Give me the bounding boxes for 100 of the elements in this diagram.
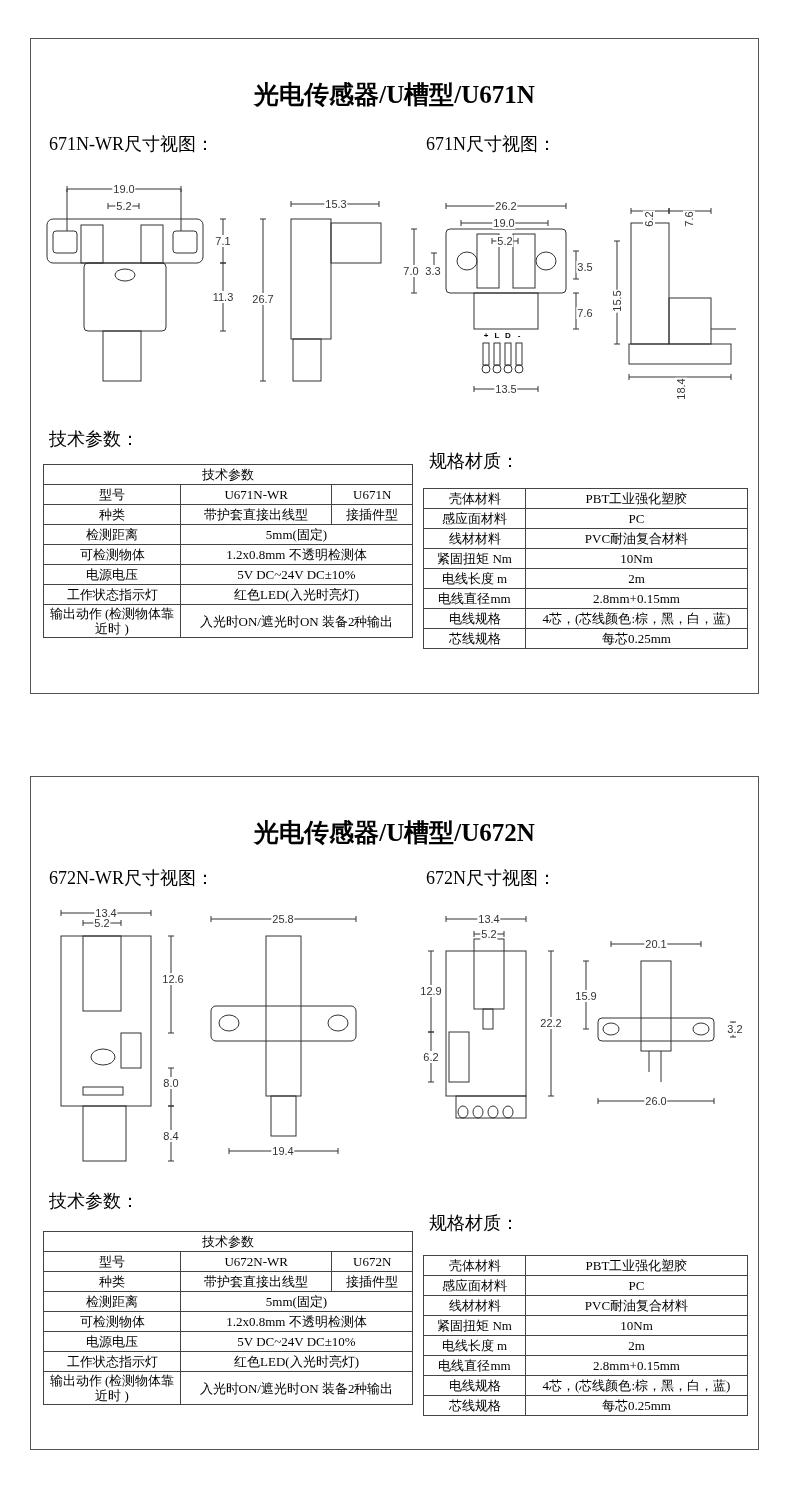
table-cell: 输出动作 (检测物体靠近时 ) — [43, 1371, 181, 1405]
table-cell: 型号 — [43, 1251, 181, 1272]
table-cell: 紧固扭矩 Nm — [423, 1315, 526, 1336]
table-cell: 1.2x0.8mm 不透明检测体 — [180, 544, 413, 565]
pin-label: D — [505, 330, 511, 340]
table-cell: 2.8mm+0.15mm — [525, 588, 748, 609]
table-cell: 入光时ON/遮光时ON 装备2种输出 — [180, 604, 413, 638]
table-cell: 型号 — [43, 484, 181, 505]
dimension-label: 5.2 — [115, 200, 133, 212]
dimension-label: 13.4 — [477, 913, 501, 925]
dimension-label: 3.2 — [726, 1023, 744, 1035]
dimension-label: 7.0 — [402, 265, 420, 277]
table-cell: 壳体材料 — [423, 1255, 526, 1276]
table-cell: 4芯，(芯线颜色:棕，黑，白，蓝) — [525, 1375, 748, 1396]
dimension-label: 6.2 — [643, 210, 655, 228]
table-cell: 种类 — [43, 504, 181, 525]
dimension-label: 19.0 — [112, 183, 136, 195]
dimension-label: 15.3 — [324, 198, 348, 210]
dimension-label: 19.0 — [492, 217, 516, 229]
table-cell: 电线长度 m — [423, 1335, 526, 1356]
dimension-label: 6.2 — [422, 1051, 440, 1063]
dimension-label: 12.6 — [161, 973, 185, 985]
table-cell: PVC耐油复合材料 — [525, 1295, 748, 1316]
table-cell: 电源电压 — [43, 1331, 181, 1352]
pin-label: - — [517, 330, 521, 340]
table-cell: 4芯，(芯线颜色:棕，黑，白，蓝) — [525, 608, 748, 629]
table-cell: 电线规格 — [423, 1375, 526, 1396]
table-header: 技术参数 — [43, 464, 413, 485]
view-heading: 672N尺寸视图： — [426, 867, 556, 890]
table-cell: 红色LED(入光时亮灯) — [180, 1351, 413, 1372]
table-cell: 5mm(固定) — [180, 524, 413, 545]
section-heading: 技术参数： — [49, 428, 139, 451]
view-heading: 671N尺寸视图： — [426, 133, 556, 156]
dimension-label: 3.3 — [424, 265, 442, 277]
table-cell: 电线规格 — [423, 608, 526, 629]
table-cell: 电线直径mm — [423, 1355, 526, 1376]
table-cell: PVC耐油复合材料 — [525, 528, 748, 549]
table-cell: 10Nm — [525, 548, 748, 569]
table-cell: 10Nm — [525, 1315, 748, 1336]
dimension-label: 26.7 — [251, 293, 275, 305]
dimension-label: 15.5 — [611, 289, 623, 313]
table-cell: PC — [525, 508, 748, 529]
dimension-label: 3.5 — [576, 261, 594, 273]
table-cell: 每芯0.25mm — [525, 628, 748, 649]
table-cell: 可检测物体 — [43, 1311, 181, 1332]
dimension-label: 7.6 — [683, 210, 695, 228]
table-cell: 线材材料 — [423, 1295, 526, 1316]
table-cell: 工作状态指示灯 — [43, 1351, 181, 1372]
dimension-label: 25.8 — [271, 913, 295, 925]
table-cell: 2.8mm+0.15mm — [525, 1355, 748, 1376]
table-cell: 带护套直接出线型 — [180, 504, 332, 525]
table-cell: 检测距离 — [43, 524, 181, 545]
section-heading: 规格材质： — [429, 1212, 519, 1235]
heading: 光电传感器/U槽型/U672N — [252, 817, 536, 848]
table-cell: 入光时ON/遮光时ON 装备2种输出 — [180, 1371, 413, 1405]
heading: 光电传感器/U槽型/U671N — [252, 79, 536, 110]
table-cell: 线材材料 — [423, 528, 526, 549]
dimension-label: 8.4 — [162, 1130, 180, 1142]
table-cell: U672N — [331, 1251, 413, 1272]
table-cell: 壳体材料 — [423, 488, 526, 509]
table-cell: U672N-WR — [180, 1251, 332, 1272]
table-cell: 紧固扭矩 Nm — [423, 548, 526, 569]
table-cell: 每芯0.25mm — [525, 1395, 748, 1416]
table-cell: 输出动作 (检测物体靠近时 ) — [43, 604, 181, 638]
dimension-label: 12.9 — [419, 985, 443, 997]
table-header: 技术参数 — [43, 1231, 413, 1252]
dimension-label: 26.0 — [644, 1095, 668, 1107]
table-cell: 5mm(固定) — [180, 1291, 413, 1312]
dimension-label: 5.2 — [93, 917, 111, 929]
section-heading: 规格材质： — [429, 450, 519, 473]
table-cell: 种类 — [43, 1271, 181, 1292]
dimension-label: 22.2 — [539, 1017, 563, 1029]
table-cell: 电线直径mm — [423, 588, 526, 609]
table-cell: PBT工业强化塑胶 — [525, 1255, 748, 1276]
dimension-label: 15.9 — [574, 990, 598, 1002]
dimension-label: 8.0 — [162, 1077, 180, 1089]
dimension-label: 5.2 — [480, 928, 498, 940]
view-heading: 672N-WR尺寸视图： — [49, 867, 214, 890]
table-cell: 感应面材料 — [423, 1275, 526, 1296]
dimension-label: 19.4 — [271, 1145, 295, 1157]
dimension-label: 7.1 — [214, 235, 232, 247]
view-heading: 671N-WR尺寸视图： — [49, 133, 214, 156]
table-cell: 可检测物体 — [43, 544, 181, 565]
table-cell: 红色LED(入光时亮灯) — [180, 584, 413, 605]
dimension-label: 5.2 — [496, 235, 514, 247]
section-heading: 技术参数： — [49, 1190, 139, 1213]
dimension-label: 7.6 — [576, 307, 594, 319]
dimension-label: 20.1 — [644, 938, 668, 950]
dimension-label: 11.3 — [211, 291, 235, 303]
pin-label: + — [483, 330, 489, 340]
table-cell: 5V DC~24V DC±10% — [180, 1331, 413, 1352]
pin-label: L — [494, 330, 500, 340]
dimension-label: 18.4 — [675, 377, 687, 401]
table-cell: PBT工业强化塑胶 — [525, 488, 748, 509]
table-cell: 5V DC~24V DC±10% — [180, 564, 413, 585]
table-cell: 接插件型 — [331, 504, 413, 525]
dimension-label: 26.2 — [494, 200, 518, 212]
table-cell: 芯线规格 — [423, 628, 526, 649]
table-cell: 1.2x0.8mm 不透明检测体 — [180, 1311, 413, 1332]
table-cell: 电源电压 — [43, 564, 181, 585]
